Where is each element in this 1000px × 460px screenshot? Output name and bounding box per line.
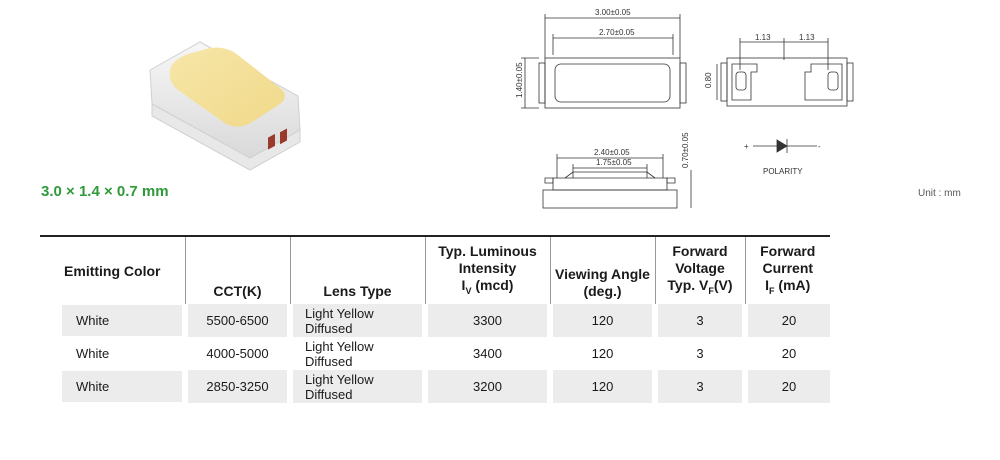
- cell-current: 20: [742, 304, 830, 337]
- cell-angle: 120: [547, 337, 655, 370]
- header-intensity-unit: (mcd): [471, 277, 514, 294]
- cell-angle: 120: [547, 304, 655, 337]
- bottom-pad-spacing-left-dim: 1.13: [755, 33, 771, 42]
- bottom-view-drawing: [716, 38, 854, 107]
- cell-cct: 4000-5000: [182, 337, 290, 370]
- cell-color: White: [40, 370, 185, 403]
- header-current-sub: F: [769, 285, 775, 296]
- unit-label: Unit : mm: [918, 188, 961, 199]
- header-current-unit: (mA): [774, 277, 811, 294]
- dimension-drawings: 3.00±0.05 2.70±0.05 1.40±0.05 1.13 1.13 …: [515, 8, 854, 209]
- header-viewing-line1: Viewing Angle: [555, 266, 650, 282]
- cell-intensity: 3300: [422, 304, 550, 337]
- cell-lens: Light Yellow Diffused: [287, 370, 425, 403]
- cell-voltage: 3: [652, 304, 745, 337]
- bottom-pad-height-dim: 0.80: [704, 72, 713, 88]
- top-lens-width-dim: 2.70±0.05: [599, 28, 635, 37]
- cell-voltage: 3: [652, 337, 745, 370]
- cell-lens: Light Yellow Diffused: [287, 337, 425, 370]
- side-inner-width-dim: 1.75±0.05: [596, 158, 632, 167]
- top-view-drawing: [521, 14, 687, 109]
- smd-led-package-image: [149, 41, 301, 171]
- polarity-minus: -: [818, 142, 821, 151]
- header-forward-voltage: Forward Voltage Typ. VF(V): [654, 235, 745, 304]
- header-voltage-unit: (V): [713, 277, 733, 294]
- bottom-pad-spacing-right-dim: 1.13: [799, 33, 815, 42]
- cell-intensity: 3200: [422, 370, 550, 403]
- header-luminous-intensity: Typ. Luminous Intensity IV (mcd): [424, 235, 550, 304]
- cell-color: White: [40, 304, 185, 337]
- cell-cct: 2850-3250: [182, 370, 290, 403]
- spec-table: Emitting Color CCT(K) Lens Type Typ. Lum…: [40, 235, 830, 403]
- header-current-line2: Current: [762, 260, 814, 277]
- table-row: White 4000-5000 Light Yellow Diffused 34…: [40, 337, 830, 370]
- cell-current: 20: [742, 370, 830, 403]
- top-height-dim: 1.40±0.05: [515, 62, 524, 98]
- table-header-row: Emitting Color CCT(K) Lens Type Typ. Lum…: [40, 235, 830, 304]
- cell-cct: 5500-6500: [182, 304, 290, 337]
- polarity-plus: +: [744, 142, 749, 151]
- side-outer-width-dim: 2.40±0.05: [594, 148, 630, 157]
- side-thickness-dim: 0.70±0.05: [681, 132, 690, 168]
- cell-color: White: [76, 346, 110, 361]
- header-forward-current: Forward Current IF (mA): [744, 235, 830, 304]
- header-intensity-line1: Typ. Luminous: [438, 243, 537, 260]
- header-voltage-prefix: Typ. V: [667, 277, 709, 294]
- header-intensity-symbol: I: [461, 277, 466, 294]
- header-viewing-line2: (deg.): [583, 283, 622, 299]
- header-cct: CCT(K): [184, 235, 290, 304]
- header-intensity-line2: Intensity: [458, 260, 517, 277]
- cell-angle: 120: [547, 370, 655, 403]
- header-current-symbol: I: [765, 277, 770, 294]
- header-current-line1: Forward: [760, 243, 816, 260]
- header-voltage-sub: F: [708, 285, 714, 296]
- header-lens-type: Lens Type: [289, 235, 425, 304]
- table-row: White 5500-6500 Light Yellow Diffused 33…: [40, 304, 830, 337]
- package-size-label: 3.0 × 1.4 × 0.7 mm: [41, 183, 169, 200]
- polarity-label: POLARITY: [763, 167, 803, 176]
- cell-intensity: 3400: [422, 337, 550, 370]
- header-emitting-color: Emitting Color: [40, 235, 185, 304]
- cell-lens: Light Yellow Diffused: [287, 304, 425, 337]
- table-row: White 2850-3250 Light Yellow Diffused 32…: [40, 370, 830, 403]
- side-view-drawing: [542, 154, 692, 209]
- cell-voltage: 3: [652, 370, 745, 403]
- polarity-symbol: [753, 139, 817, 153]
- header-voltage-line2: Voltage: [675, 260, 725, 277]
- header-intensity-sub: V: [465, 285, 472, 296]
- header-viewing-angle: Viewing Angle (deg.): [549, 235, 655, 304]
- cell-current: 20: [742, 337, 830, 370]
- header-voltage-line1: Forward: [672, 243, 728, 260]
- top-overall-width-dim: 3.00±0.05: [595, 8, 631, 17]
